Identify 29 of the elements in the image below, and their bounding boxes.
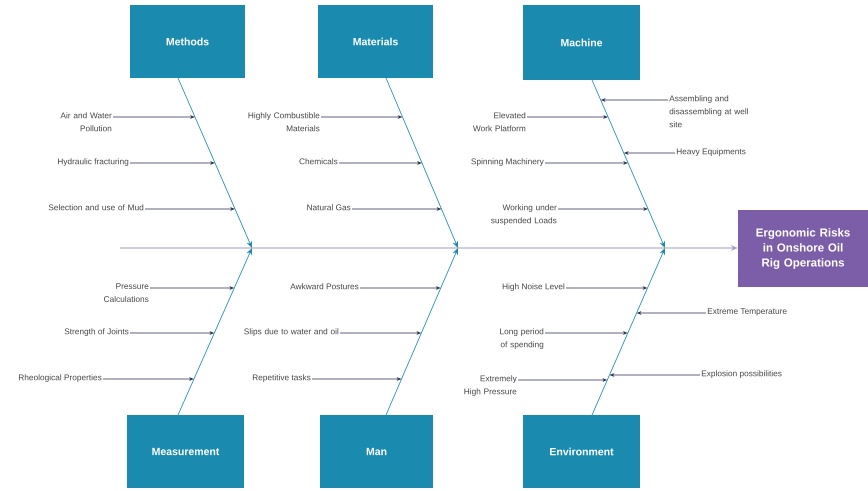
cause-label: Chemicals [299,158,338,164]
cause-label: Slips due to water and oil [244,328,338,336]
cause-label: Pressure Calculations [104,283,148,302]
cause-label: Highly Combustible Materials [248,112,320,132]
cause-label: Strength of Joints [64,328,128,336]
cause-label: Selection and use of Mud [48,204,144,210]
category-box: Methods [130,5,245,78]
effect-box: Ergonomic Risks in Onshore Oil Rig Operations [738,210,868,287]
category-box: Man [320,415,433,488]
cause-label: Rheological Properties [18,374,102,382]
cause-label: Extremely High Pressure [464,375,517,396]
cause-label: Hydraulic fracturing [58,158,128,166]
category-box: Environment [523,415,640,488]
cause-label: Long period of spending [500,328,544,349]
cause-label: Assembling and disassembling at well site [669,95,748,128]
cause-label: Elevated Work Platform [472,112,526,132]
category-box: Machine [523,5,640,80]
cause-label: Repetitive tasks [252,374,310,382]
category-box: Materials [318,5,433,78]
cause-label: Extreme Temperature [708,308,787,316]
cause-label: Awkward Postures [290,283,358,290]
cause-label: High Noise Level [502,283,564,291]
cause-label: Explosion possibilities [702,370,782,378]
category-box: Measurement [127,415,244,488]
cause-label: Working under suspended Loads [491,204,557,225]
cause-label: Spinning Machinery [471,158,544,166]
cause-label: Heavy Equipments [676,148,746,156]
cause-label: Air and Water Pollution [60,112,112,132]
cause-label: Natural Gas [307,204,350,210]
